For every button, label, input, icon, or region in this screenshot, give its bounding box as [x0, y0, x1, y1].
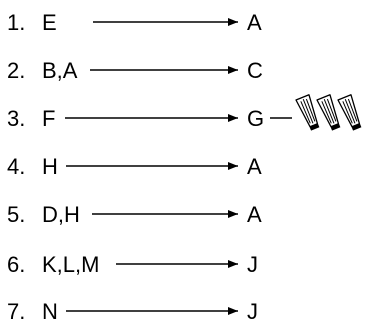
row-number-7: 7.: [7, 299, 25, 324]
source-terminal-3: F: [42, 106, 55, 131]
source-terminal-4: H: [42, 154, 58, 179]
target-terminal-6: J: [247, 252, 258, 277]
row-number-4: 4.: [7, 154, 25, 179]
wire-nut-icon: [295, 94, 362, 131]
connection-row-5: 5. D,H A: [7, 202, 262, 227]
target-terminal-7: J: [247, 299, 258, 324]
target-terminal-4: A: [247, 154, 262, 179]
source-terminal-6: K,L,M: [42, 252, 99, 277]
wire-nut-1: [295, 94, 320, 131]
source-terminal-7: N: [42, 299, 58, 324]
connection-row-6: 6. K,L,M J: [7, 252, 258, 277]
row-number-6: 6.: [7, 252, 25, 277]
connection-row-4: 4. H A: [7, 154, 262, 179]
connection-row-3: 3. F G: [7, 94, 362, 131]
wire-nut-2: [316, 94, 341, 131]
row-number-2: 2.: [7, 58, 25, 83]
source-terminal-1: E: [42, 10, 57, 35]
connection-row-1: 1. E A: [7, 10, 262, 35]
row-number-3: 3.: [7, 106, 25, 131]
source-terminal-2: B,A: [42, 58, 78, 83]
source-terminal-5: D,H: [42, 202, 80, 227]
target-terminal-3: G: [247, 106, 264, 131]
connection-row-7: 7. N J: [7, 299, 258, 324]
wire-nut-3: [337, 94, 362, 131]
row-number-1: 1.: [7, 10, 25, 35]
target-terminal-1: A: [247, 10, 262, 35]
target-terminal-5: A: [247, 202, 262, 227]
target-terminal-2: C: [247, 58, 263, 83]
connection-row-2: 2. B,A C: [7, 58, 263, 83]
row-number-5: 5.: [7, 202, 25, 227]
